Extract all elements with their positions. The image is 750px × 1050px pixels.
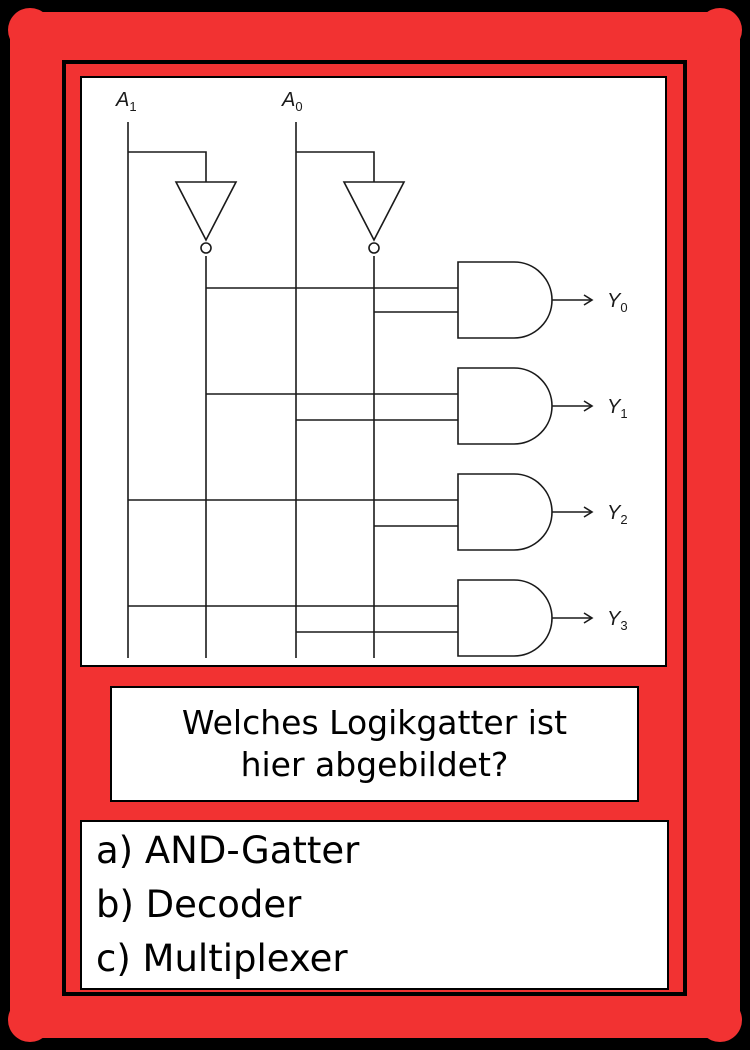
output-label-y2: Y2 — [607, 502, 628, 527]
diagram-panel: A1 A0 Y0 Y1 Y2 Y3 — [80, 76, 667, 667]
corner-knob — [698, 8, 742, 52]
not-bubble — [368, 242, 380, 254]
answer-option-c[interactable]: c) Multiplexer — [96, 937, 348, 980]
answer-option-a[interactable]: a) AND-Gatter — [96, 829, 360, 872]
decoder-circuit-diagram: A1 A0 Y0 Y1 Y2 Y3 — [115, 89, 628, 658]
question-box: Welches Logikgatter ist hier abgebildet? — [110, 686, 639, 802]
output-label-y1: Y1 — [607, 396, 628, 421]
not-bubble — [200, 242, 212, 254]
not-gate — [342, 181, 406, 242]
branch-a0 — [296, 151, 375, 182]
corner-knob — [8, 8, 52, 52]
corner-knob — [8, 998, 52, 1042]
output-label-y3: Y3 — [607, 608, 628, 633]
input-label-a1: A1 — [115, 89, 137, 114]
answers-box: a) AND-Gatter b) Decoder c) Multiplexer — [80, 820, 669, 990]
and-gate — [457, 473, 553, 551]
question-line-2: hier abgebildet? — [240, 745, 509, 784]
output-label-y0: Y0 — [607, 290, 628, 315]
input-label-a0: A0 — [281, 89, 303, 114]
question-line-1: Welches Logikgatter ist — [181, 703, 568, 742]
and-gate — [457, 579, 553, 657]
branch-a1 — [128, 151, 207, 182]
answer-option-b[interactable]: b) Decoder — [96, 883, 302, 926]
and-gate — [457, 261, 553, 339]
and-gate — [457, 367, 553, 445]
corner-knob — [698, 998, 742, 1042]
not-gate — [174, 181, 238, 242]
